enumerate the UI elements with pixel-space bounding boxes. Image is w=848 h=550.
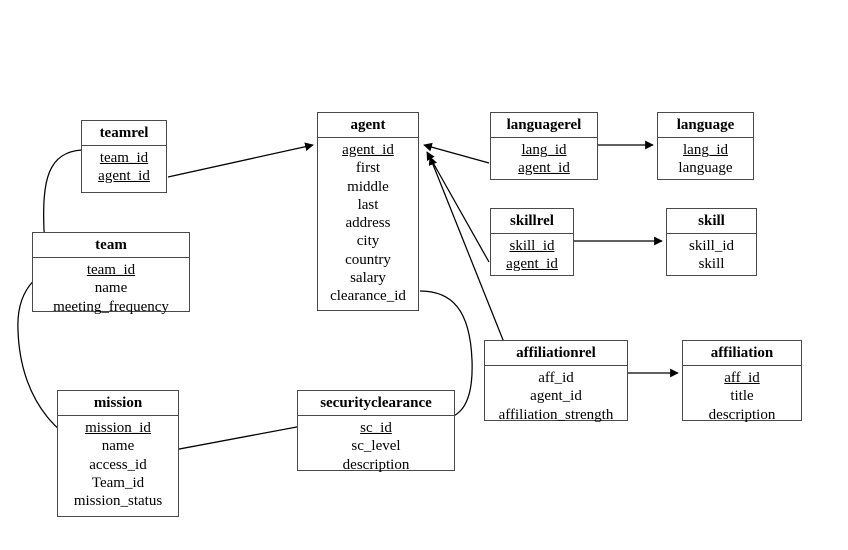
attribute-affiliationrel-agent_id[interactable]: agent_id (530, 388, 582, 405)
attribute-affiliation-description[interactable]: description (708, 406, 776, 423)
attribute-team-meeting_frequency[interactable]: meeting_frequency (53, 298, 169, 315)
attribute-mission-team_id[interactable]: Team_id (91, 474, 145, 491)
attribute-agent-agent_id[interactable]: agent_id (342, 142, 394, 158)
entity-title-agent: agent (318, 113, 418, 138)
attribute-agent-middle[interactable]: middle (347, 178, 389, 195)
attribute-language-language[interactable]: language (678, 160, 733, 177)
entity-title-affiliationrel: affiliationrel (485, 341, 627, 366)
attribute-team-name[interactable]: name (94, 280, 128, 297)
attribute-affiliation-title[interactable]: title (730, 388, 754, 405)
attribute-agent-last[interactable]: last (357, 196, 379, 213)
attribute-mission-mission_id[interactable]: mission_id (85, 420, 151, 436)
attribute-agent-city[interactable]: city (356, 233, 380, 250)
attribute-teamrel-agent_id[interactable]: agent_id (98, 168, 150, 185)
entity-title-skillrel: skillrel (491, 209, 573, 234)
attribute-list-teamrel: team_id agent_id (82, 146, 166, 190)
entity-title-language: language (658, 113, 753, 138)
edge-teamrel-agent (167, 142, 314, 178)
attribute-affiliationrel-affiliation_strength[interactable]: affiliation_strength (498, 406, 614, 423)
attribute-language-lang_id[interactable]: lang_id (683, 142, 728, 158)
entity-language[interactable]: language lang_id language (657, 112, 754, 180)
entity-title-affiliation: affiliation (683, 341, 801, 366)
attribute-skill-skill_id[interactable]: skill_id (688, 238, 734, 254)
attribute-languagerel-agent_id[interactable]: agent_id (518, 160, 570, 177)
attribute-list-skillrel: skill_id agent_id (491, 234, 573, 278)
attribute-securityclearance-sc_level[interactable]: sc_level (351, 438, 401, 455)
attribute-mission-access_id[interactable]: access_id (89, 456, 147, 473)
entity-teamrel[interactable]: teamrel team_id agent_id (81, 120, 167, 193)
edge-skillrel-agent (426, 151, 490, 263)
attribute-agent-clearance_id[interactable]: clearance_id (330, 288, 406, 305)
entity-title-languagerel: languagerel (491, 113, 597, 138)
attribute-agent-first[interactable]: first (355, 160, 381, 177)
attribute-skill-skill[interactable]: skill (698, 256, 725, 273)
entity-title-mission: mission (58, 391, 178, 416)
entity-title-teamrel: teamrel (82, 121, 166, 146)
attribute-agent-country[interactable]: country (345, 251, 391, 268)
entity-title-team: team (33, 233, 189, 258)
edge-languagerel-agent (423, 142, 490, 164)
entity-title-securityclearance: securityclearance (298, 391, 454, 416)
attribute-team-team_id[interactable]: team_id (86, 262, 136, 278)
entity-title-skill: skill (667, 209, 756, 234)
attribute-languagerel-lang_id[interactable]: lang_id (521, 142, 567, 158)
attribute-affiliation-aff_id[interactable]: aff_id (724, 370, 760, 386)
attribute-teamrel-team_id[interactable]: team_id (99, 150, 149, 166)
entity-skillrel[interactable]: skillrel skill_id agent_id (490, 208, 574, 276)
attribute-agent-address[interactable]: address (345, 215, 391, 232)
attribute-securityclearance-description[interactable]: description (342, 456, 410, 473)
attribute-mission-mission_status[interactable]: mission_status (73, 493, 163, 510)
attribute-affiliationrel-aff_id[interactable]: aff_id (538, 370, 574, 386)
attribute-mission-name[interactable]: name (101, 438, 135, 455)
attribute-agent-salary[interactable]: salary (350, 270, 386, 287)
attribute-list-languagerel: lang_id agent_id (491, 138, 597, 182)
attribute-list-language: lang_id language (658, 138, 753, 182)
attribute-skillrel-skill_id[interactable]: skill_id (509, 238, 555, 254)
attribute-securityclearance-sc_id[interactable]: sc_id (360, 420, 392, 436)
attribute-skillrel-agent_id[interactable]: agent_id (506, 256, 558, 273)
entity-languagerel[interactable]: languagerel lang_id agent_id (490, 112, 598, 180)
